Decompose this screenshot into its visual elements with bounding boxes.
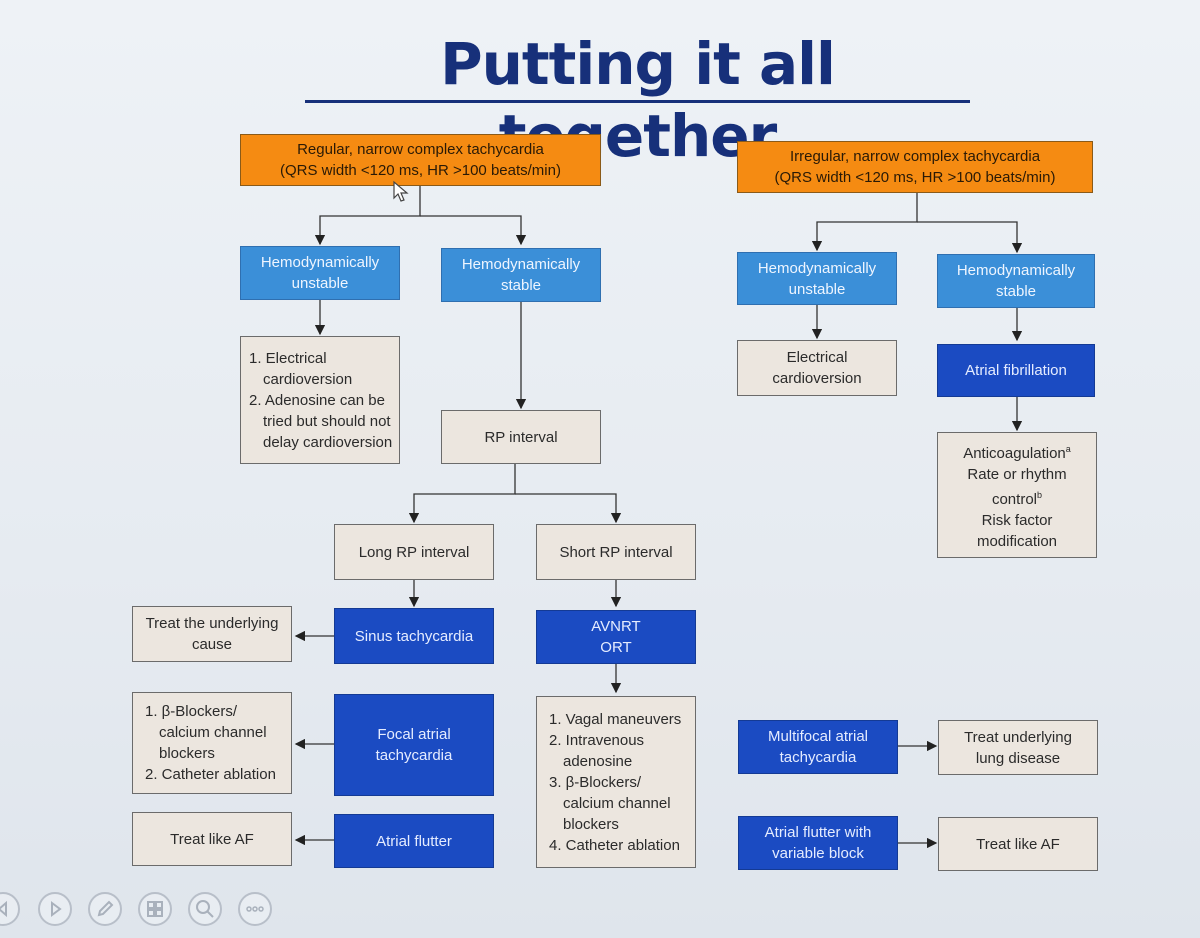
zoom-icon[interactable] [188, 892, 222, 926]
slide-title: Putting it all together [305, 28, 970, 170]
presentation-toolbar [0, 892, 300, 932]
previous-icon[interactable] [0, 892, 20, 926]
more-icon[interactable] [238, 892, 272, 926]
afib-management-box: Anticoagulationa Rate or rhythm controlb… [937, 432, 1097, 558]
long-rp-box: Long RP interval [334, 524, 494, 580]
mouse-cursor-icon [393, 180, 409, 202]
treat-like-af-right-box: Treat like AF [938, 817, 1098, 871]
treat-like-af-left-box: Treat like AF [132, 812, 292, 866]
atrial-fibrillation-box: Atrial fibrillation [937, 344, 1095, 397]
short-rp-box: Short RP interval [536, 524, 696, 580]
sinus-tachycardia-box: Sinus tachycardia [334, 608, 494, 664]
regular-tachycardia-box: Regular, narrow complex tachycardia(QRS … [240, 134, 601, 186]
play-icon[interactable] [38, 892, 72, 926]
rp-interval-box: RP interval [441, 410, 601, 464]
irregular-tachycardia-box: Irregular, narrow complex tachycardia(QR… [737, 141, 1093, 193]
atrial-flutter-box: Atrial flutter [334, 814, 494, 868]
slides-grid-icon[interactable] [138, 892, 172, 926]
pen-icon[interactable] [88, 892, 122, 926]
